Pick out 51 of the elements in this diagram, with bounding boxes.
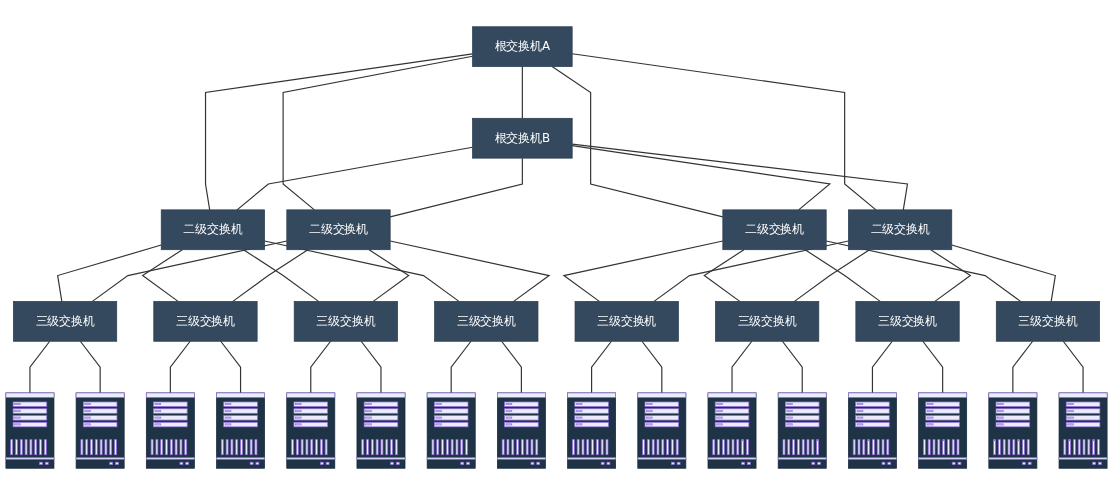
node-box: 三级交换机	[715, 301, 820, 342]
connector	[1062, 340, 1084, 394]
connector	[389, 240, 551, 302]
node-box: 三级交换机	[434, 301, 539, 342]
connector	[571, 53, 877, 211]
node-box: 二级交换机	[286, 209, 391, 251]
connector	[571, 145, 832, 211]
connector	[310, 340, 332, 394]
connector	[562, 240, 724, 302]
connector	[825, 240, 1022, 302]
connector	[389, 157, 523, 218]
node-box: 二级交换机	[848, 209, 953, 251]
connector	[591, 340, 612, 394]
connector	[641, 340, 663, 394]
connector	[232, 249, 309, 302]
connector	[781, 340, 803, 394]
connector	[236, 146, 474, 211]
connector	[653, 240, 849, 302]
connector	[1012, 340, 1034, 394]
connector	[551, 66, 724, 218]
node-box: 三级交换机	[995, 301, 1100, 342]
node-box: 根交换机B	[472, 117, 573, 159]
connector	[91, 240, 288, 302]
connector	[731, 340, 753, 394]
connector	[922, 340, 944, 394]
connector	[804, 249, 881, 302]
connector	[169, 340, 191, 394]
connector	[521, 66, 523, 119]
connector	[79, 340, 101, 394]
connector	[571, 143, 909, 211]
connector	[282, 55, 474, 211]
node-box: 二级交换机	[722, 209, 827, 251]
connector	[360, 340, 382, 394]
node-box: 三级交换机	[574, 301, 679, 342]
connector	[204, 53, 474, 211]
connector	[793, 249, 871, 302]
connector	[501, 340, 522, 394]
connector	[220, 340, 242, 394]
node-box: 三级交换机	[855, 301, 960, 342]
connector	[951, 244, 1056, 302]
node-box: 根交换机A	[472, 26, 573, 67]
node-box: 二级交换机	[160, 209, 265, 251]
connector	[242, 249, 320, 302]
connector	[871, 340, 893, 394]
connector	[29, 340, 51, 394]
node-box: 三级交换机	[153, 301, 258, 342]
node-box: 三级交换机	[13, 301, 118, 342]
connector	[450, 340, 472, 394]
connector	[57, 244, 162, 302]
node-box: 三级交换机	[293, 301, 398, 342]
connector	[264, 240, 460, 302]
